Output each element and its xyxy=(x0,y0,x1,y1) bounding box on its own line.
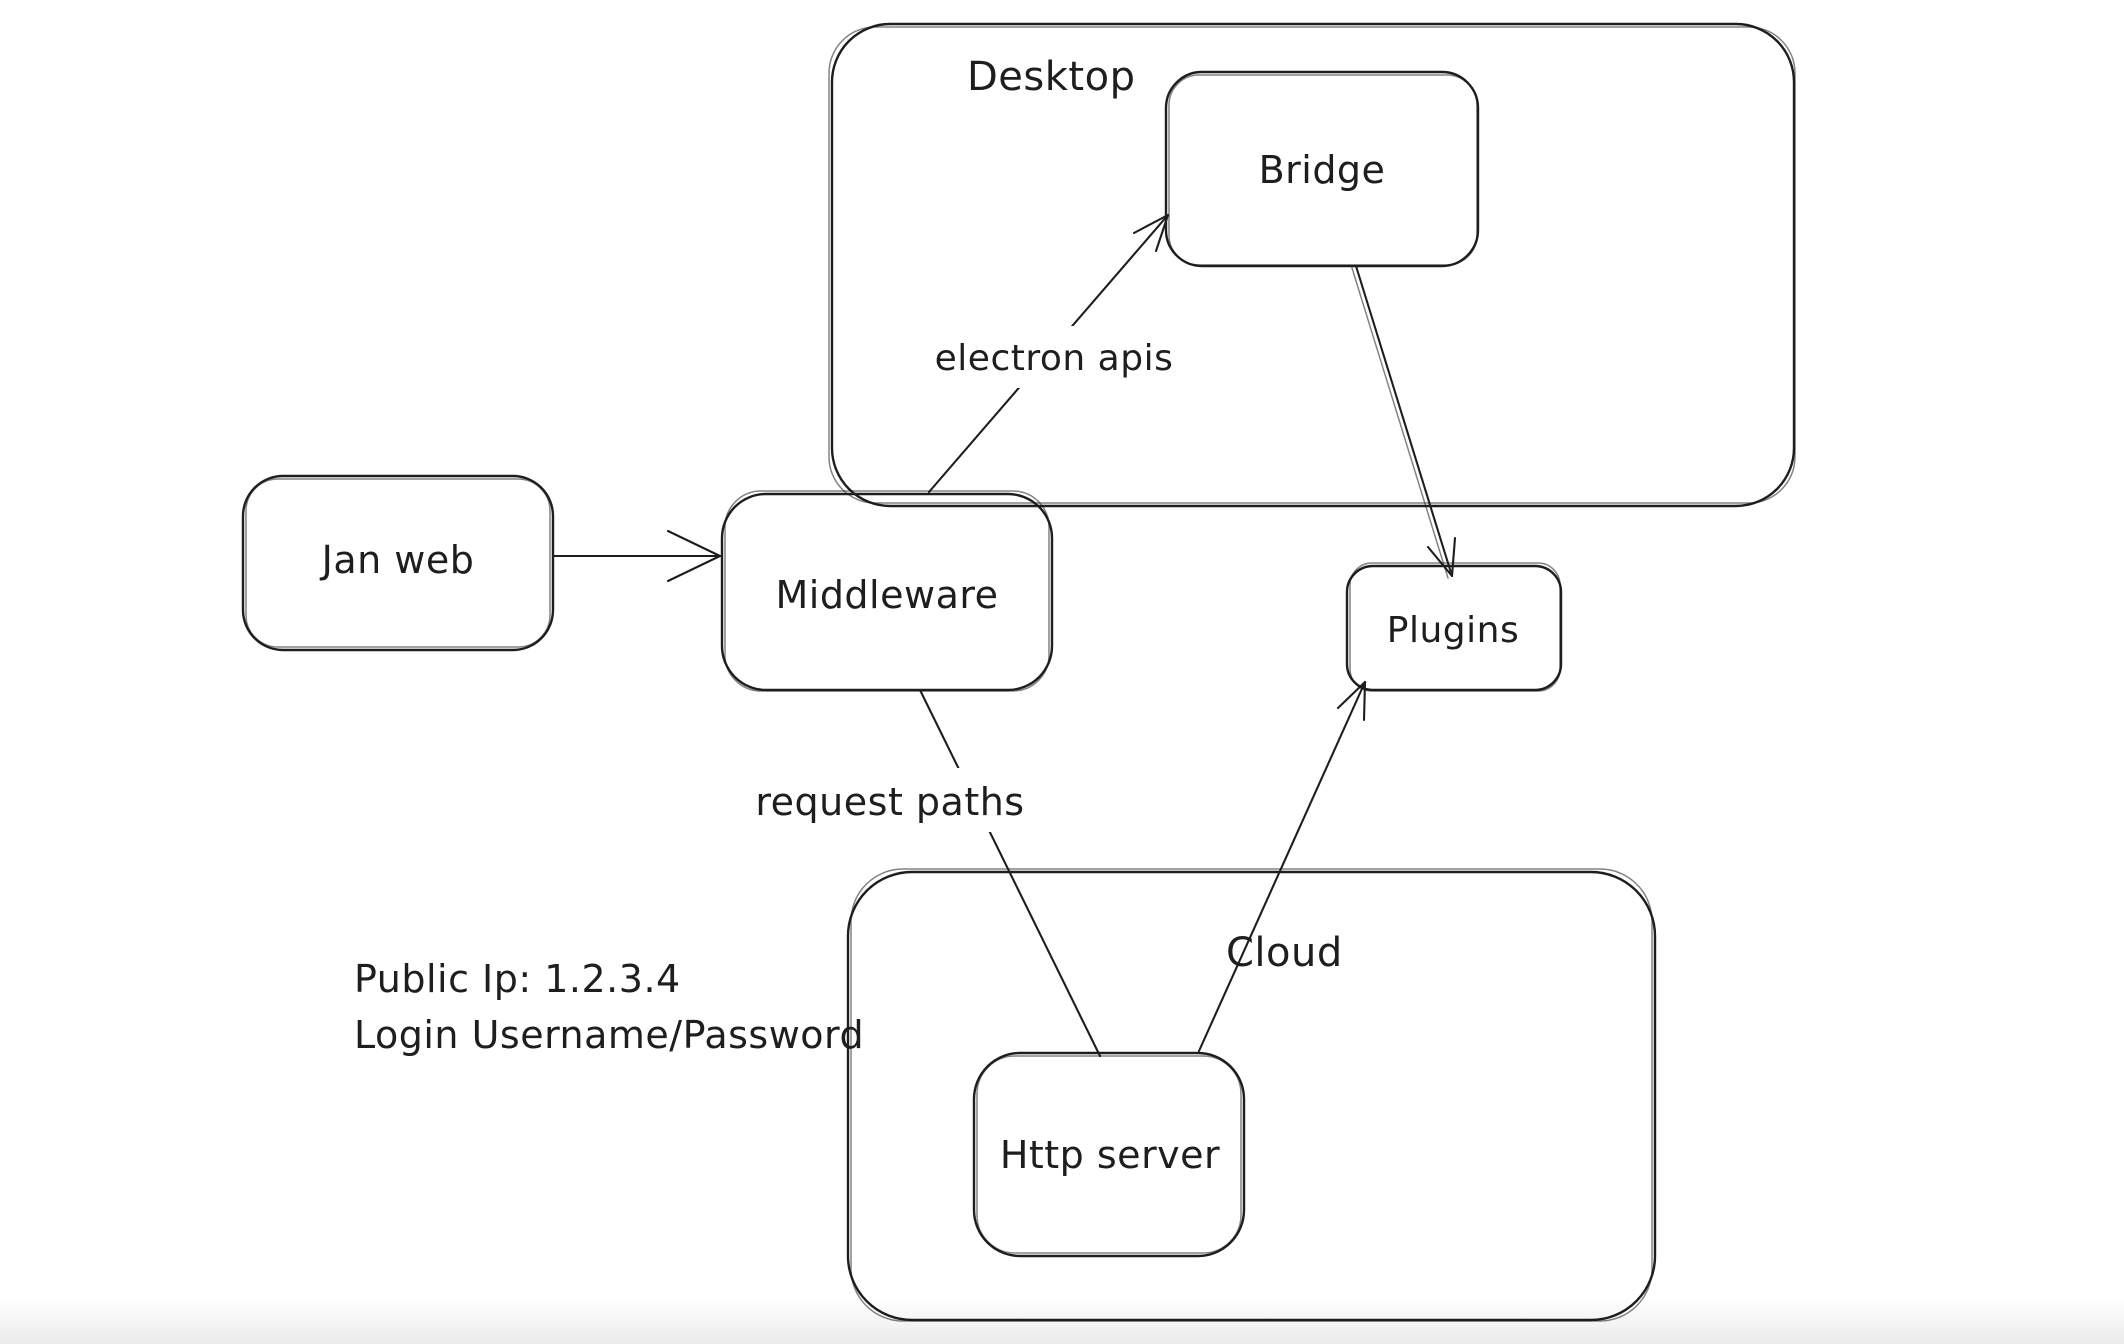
note-login: Login Username/Password xyxy=(354,1013,864,1057)
edge-middleware-httpserver[interactable] xyxy=(918,688,1102,1058)
edge-label-electron-apis: electron apis xyxy=(935,338,1174,379)
node-http-server[interactable] xyxy=(972,1051,1246,1258)
node-middleware-sketch-stroke xyxy=(724,490,1050,692)
edge-httpserver-plugins-line[interactable] xyxy=(1197,680,1367,1053)
node-middleware-shape[interactable] xyxy=(720,492,1054,692)
node-bridge-shape[interactable] xyxy=(1164,70,1480,268)
middleware-label: Middleware xyxy=(775,573,998,617)
edge-middleware-httpserver-line[interactable] xyxy=(918,688,1102,1058)
edge-label-electron-apis-background xyxy=(912,326,1196,388)
node-jan-web-sketch-stroke xyxy=(245,478,551,648)
plugins-label: Plugins xyxy=(1387,610,1519,651)
edge-httpserver-plugins[interactable] xyxy=(1197,680,1367,1053)
note-public-ip: Public Ip: 1.2.3.4 xyxy=(354,957,681,1001)
bridge-label: Bridge xyxy=(1259,148,1386,192)
edge-httpserver-plugins-arrowhead xyxy=(1336,680,1367,722)
node-bridge-sketch-stroke xyxy=(1168,74,1478,266)
jan-web-label: Jan web xyxy=(320,538,475,582)
http-server-label: Http server xyxy=(1000,1133,1220,1177)
desktop-container[interactable] xyxy=(828,22,1796,508)
edge-bridge-plugins-line[interactable] xyxy=(1354,264,1454,578)
edge-janweb-middleware-arrowhead xyxy=(666,529,722,583)
node-middleware[interactable] xyxy=(720,490,1054,692)
node-bridge[interactable] xyxy=(1164,70,1480,268)
desktop-container-shape[interactable] xyxy=(830,22,1796,508)
edge-label-request-paths: request paths xyxy=(755,780,1024,824)
node-plugins[interactable] xyxy=(1345,562,1563,692)
node-jan-web-shape[interactable] xyxy=(241,474,555,652)
edge-bridge-plugins[interactable] xyxy=(1351,264,1457,579)
bottom-edge-fade xyxy=(0,1298,2124,1344)
node-http-server-sketch-stroke xyxy=(976,1055,1242,1254)
node-http-server-shape[interactable] xyxy=(972,1051,1246,1258)
edge-janweb-middleware[interactable] xyxy=(551,529,722,583)
edge-bridge-plugins-sketch-stroke xyxy=(1351,267,1449,579)
node-plugins-sketch-stroke xyxy=(1349,562,1561,692)
cloud-label: Cloud xyxy=(1226,930,1343,976)
node-jan-web[interactable] xyxy=(241,474,555,652)
edge-middleware-bridge-arrowhead xyxy=(1132,213,1170,253)
desktop-label: Desktop xyxy=(967,54,1135,100)
edge-label-request-paths-background xyxy=(738,768,1044,832)
desktop-container-sketch-stroke xyxy=(828,26,1796,504)
edge-bridge-plugins-arrowhead xyxy=(1426,536,1457,578)
node-plugins-shape[interactable] xyxy=(1345,564,1563,692)
